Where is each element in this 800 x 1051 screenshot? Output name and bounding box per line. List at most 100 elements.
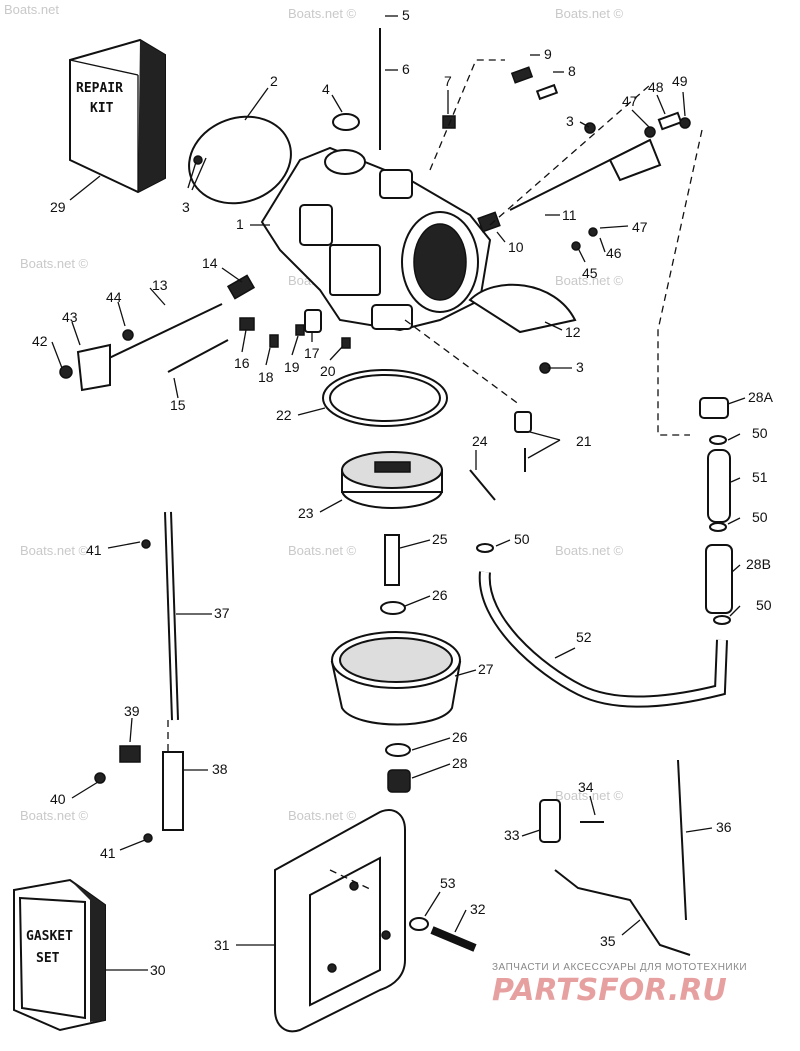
bracket: [162, 751, 184, 831]
partsfor-logo: PARTSFOR.RU: [492, 973, 727, 1008]
callout-18: 18: [258, 369, 274, 385]
watermark-layer: Boats.net Boats.net © Boats.net © Boats.…: [4, 2, 624, 823]
o-ring: [713, 615, 731, 625]
callout-52: 52: [576, 629, 592, 645]
gasket-ring-inner: [329, 374, 441, 422]
callout-40: 40: [50, 791, 66, 807]
hose-connector: [707, 449, 731, 523]
watermark: Boats.net ©: [555, 273, 624, 288]
callout-7: 7: [444, 73, 452, 89]
screw: [269, 334, 279, 348]
nut: [119, 745, 141, 763]
repair-kit-box: REPAIR KIT: [69, 38, 166, 194]
callout-29: 29: [50, 199, 66, 215]
callout-15: 15: [170, 397, 186, 413]
callout-50: 50: [756, 597, 772, 613]
callout-3: 3: [566, 113, 574, 129]
repair-kit-text: REPAIR: [76, 81, 123, 96]
watermark: Boats.net ©: [20, 808, 89, 823]
bolt: [430, 926, 477, 952]
callout-27: 27: [478, 661, 494, 677]
callout-41: 41: [100, 845, 116, 861]
callout-31: 31: [214, 937, 230, 953]
spring: [477, 211, 501, 233]
screw: [510, 66, 534, 84]
gasket-set-text: GASKET: [26, 929, 73, 944]
callout-1: 1: [236, 216, 244, 232]
callout-12: 12: [565, 324, 581, 340]
callout-49: 49: [672, 73, 688, 89]
callout-24: 24: [472, 433, 488, 449]
clip: [141, 539, 151, 549]
callout-3: 3: [576, 359, 584, 375]
callout-11: 11: [562, 207, 577, 223]
callout-21: 21: [576, 433, 592, 449]
washer: [380, 601, 406, 615]
callout-25: 25: [432, 531, 448, 547]
callout-22: 22: [276, 407, 292, 423]
screw: [59, 365, 73, 379]
callout-9: 9: [544, 46, 552, 62]
watermark: Boats.net ©: [288, 543, 357, 558]
screw: [657, 111, 683, 131]
callout-26: 26: [452, 729, 468, 745]
o-ring: [476, 543, 494, 553]
callout-8: 8: [568, 63, 576, 79]
callout-47: 47: [632, 219, 648, 235]
callout-26: 26: [432, 587, 448, 603]
callout-34: 34: [578, 779, 594, 795]
washer: [295, 324, 305, 336]
watermark: Boats.net ©: [555, 788, 624, 803]
callout-51: 51: [752, 469, 768, 485]
callout-50: 50: [752, 425, 768, 441]
watermark: Boats.net ©: [20, 543, 89, 558]
rod: [677, 759, 687, 921]
callout-3: 3: [182, 199, 190, 215]
gasket-set-text: SET: [36, 951, 60, 966]
fuel-hose: [478, 571, 728, 708]
callout-4: 4: [322, 81, 330, 97]
watermark: Boats.net ©: [555, 543, 624, 558]
callout-19: 19: [284, 359, 300, 375]
washer: [644, 126, 656, 138]
callout-35: 35: [600, 933, 616, 949]
callout-30: 30: [150, 962, 166, 978]
linkage-rod: [104, 303, 223, 361]
choke-link: [554, 869, 691, 956]
gasket: [468, 283, 577, 334]
fitting: [699, 397, 729, 419]
watermark: Boats.net: [4, 2, 59, 17]
leader-lines: [51, 15, 746, 971]
main-jet: [384, 534, 400, 586]
clip: [143, 833, 153, 843]
screw: [442, 115, 456, 129]
connector-line: [329, 869, 373, 891]
spring: [226, 274, 256, 300]
connector-line: [657, 129, 703, 436]
choke-lever: [539, 799, 561, 843]
callout-41: 41: [86, 542, 102, 558]
callout-2: 2: [270, 73, 278, 89]
air-silencer-cover: [274, 809, 406, 1033]
watermark: Boats.net ©: [20, 256, 89, 271]
callout-50: 50: [752, 509, 768, 525]
screw: [535, 83, 559, 101]
watermark: Boats.net ©: [288, 808, 357, 823]
callout-13: 13: [152, 277, 168, 293]
washer: [385, 743, 411, 757]
callout-45: 45: [582, 265, 598, 281]
washer: [588, 227, 598, 237]
screw: [679, 117, 691, 129]
carburetor-body: [260, 146, 492, 332]
adjust-screw: [167, 339, 229, 373]
callout-46: 46: [606, 245, 622, 261]
screw: [584, 122, 596, 134]
washer: [409, 917, 429, 931]
callout-17: 17: [304, 345, 320, 361]
float-bowl: [330, 631, 462, 726]
needle-valve: [514, 411, 532, 433]
callout-6: 6: [402, 61, 410, 77]
callout-42: 42: [32, 333, 48, 349]
callout-47: 47: [622, 93, 638, 109]
